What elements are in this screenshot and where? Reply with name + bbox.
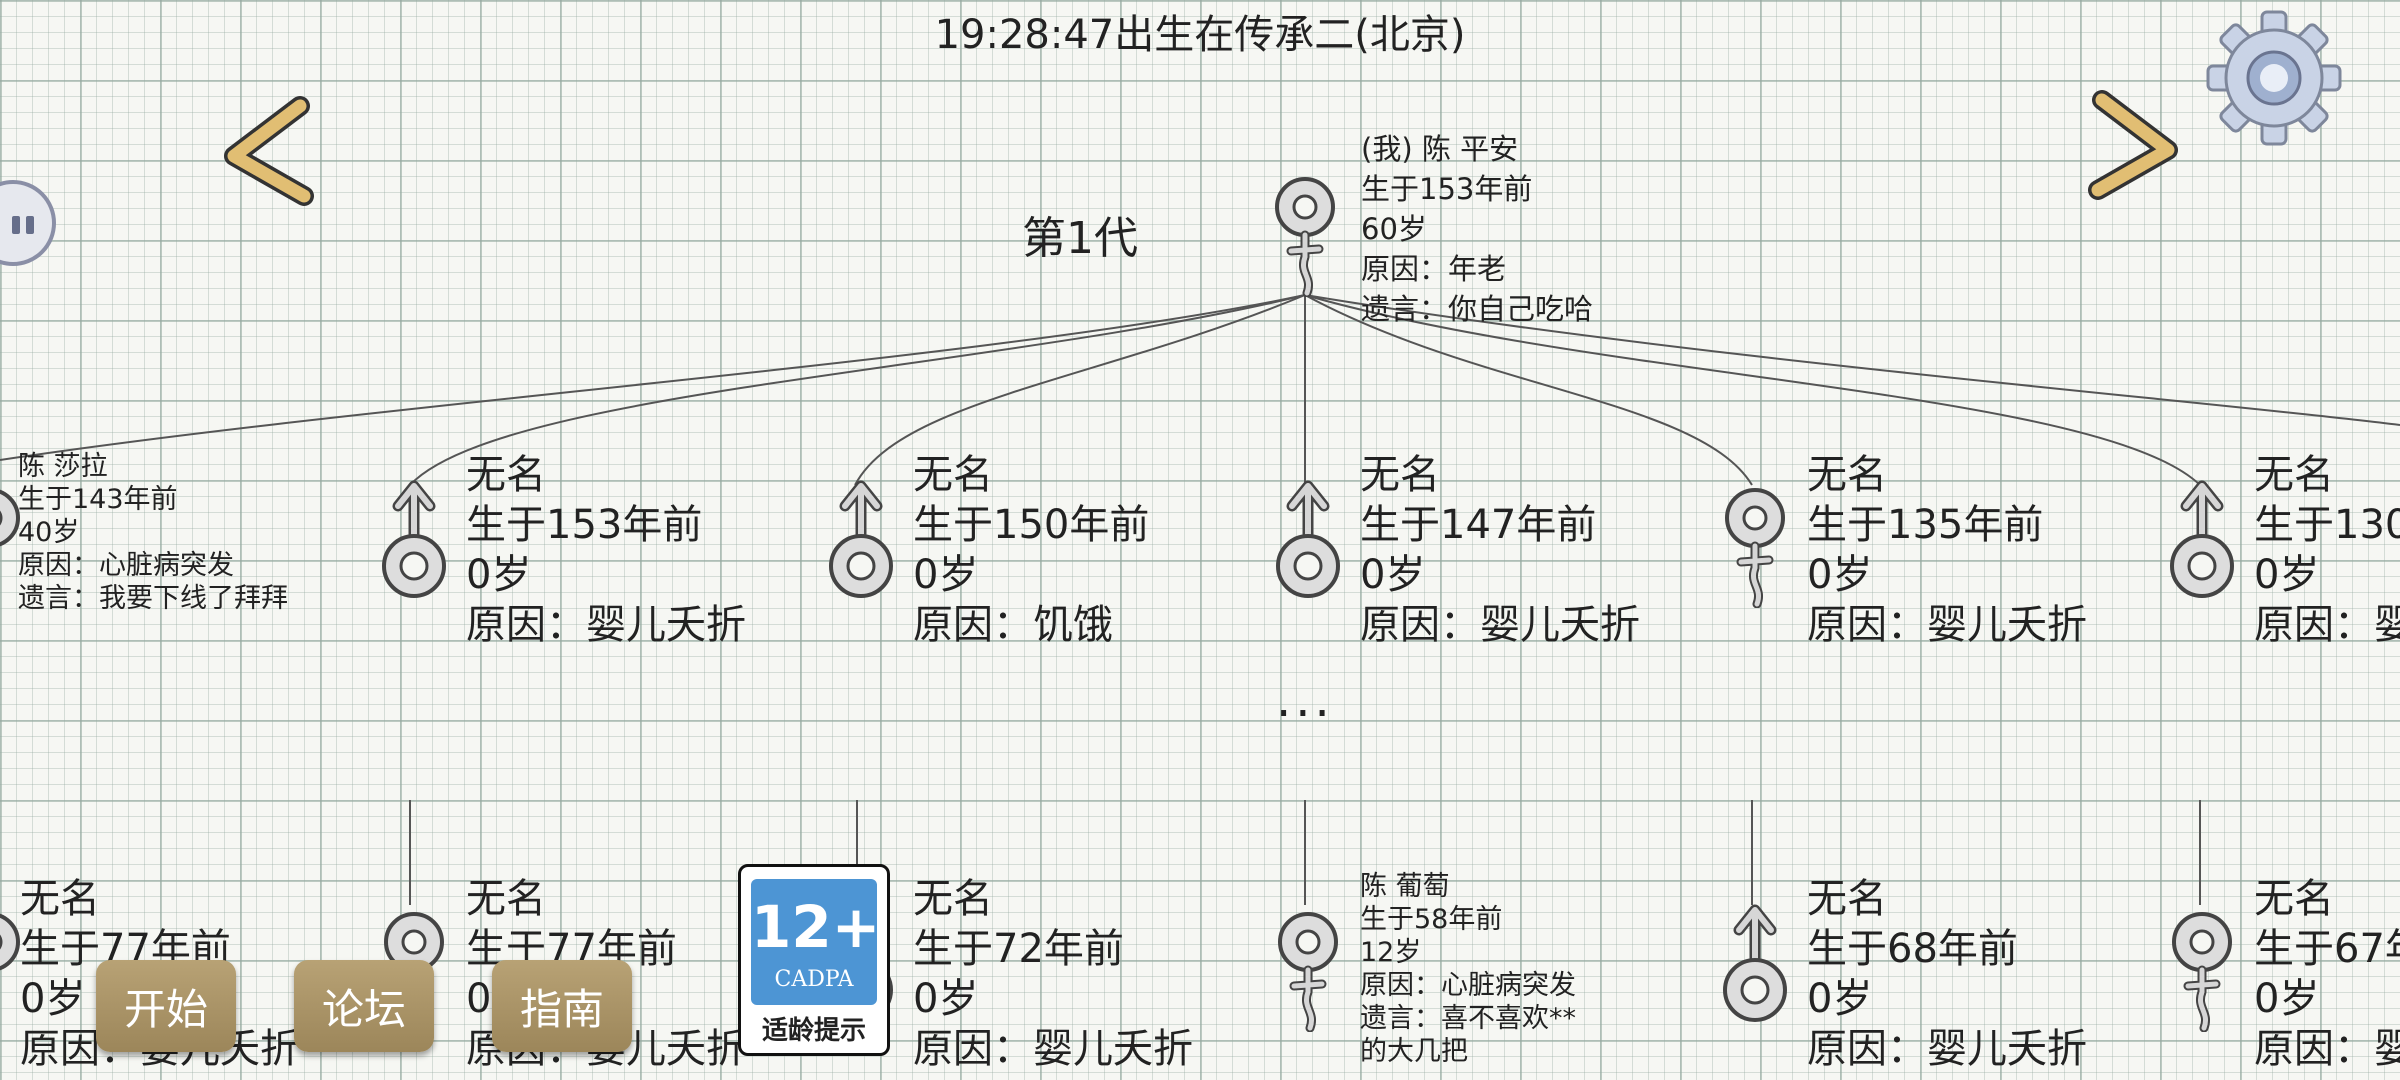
person-born: 生于147年前: [1360, 502, 1597, 548]
person-age: 0岁: [2254, 552, 2320, 598]
male-symbol-icon: [829, 480, 893, 598]
male-symbol-icon: [2170, 480, 2234, 598]
person-age: 0岁: [1807, 552, 1873, 598]
person-age: 0岁: [20, 976, 86, 1022]
birth-title: 19:28:47出生在传承二(北京): [934, 12, 1466, 58]
tree-link: [1304, 294, 1753, 486]
person-cause: 原因：年老: [1361, 252, 1507, 286]
person-name: 无名: [2254, 452, 2334, 498]
chevron-right-icon: [2088, 90, 2178, 200]
person-name: (我) 陈 平安: [1361, 132, 1519, 166]
age-rating-badge: 12+ CADPA 适龄提示: [738, 864, 890, 1056]
prev-arrow-button[interactable]: [222, 96, 314, 206]
person-cause: 原因：心脏病突发: [18, 550, 234, 581]
settings-button[interactable]: [2206, 10, 2342, 150]
person-born: 生于153年前: [1361, 172, 1533, 206]
person-born: 生于72年前: [913, 926, 1124, 972]
pause-icon: [12, 216, 20, 234]
pause-icon: [26, 216, 34, 234]
person-age: 12岁: [1360, 937, 1422, 968]
person-age: 60岁: [1361, 212, 1427, 246]
person-age: 40岁: [18, 517, 80, 548]
female-symbol-icon: [1725, 488, 1785, 608]
person-name: 无名: [466, 876, 546, 922]
age-rating-value: 12+: [751, 893, 881, 961]
male-symbol-icon: [0, 913, 20, 971]
person-cause: 原因：婴儿夭折: [1807, 1026, 2087, 1072]
tree-link: [854, 294, 1306, 486]
person-name: 无名: [466, 452, 546, 498]
person-cause: 原因：婴儿夭折: [1360, 602, 1640, 648]
person-born: 生于153年前: [466, 502, 703, 548]
female-symbol-icon: [1278, 912, 1338, 1032]
person-name: 无名: [913, 876, 993, 922]
guide-button[interactable]: 指南: [492, 960, 632, 1052]
person-born: 生于68年前: [1807, 926, 2018, 972]
person-name: 陈 葡萄: [1360, 871, 1450, 902]
person-name: 陈 莎拉: [18, 451, 108, 482]
female-symbol-icon: [1275, 177, 1335, 297]
person-age: 0岁: [2254, 976, 2320, 1022]
age-rating-hint: 适龄提示: [761, 1016, 866, 1046]
person-cause: 原因：婴: [2254, 602, 2400, 648]
person-name: 无名: [2254, 876, 2334, 922]
person-cause: 原因：饥饿: [913, 602, 1113, 648]
person-born: 生于135年前: [1807, 502, 2044, 548]
person-will: 遗言：我要下线了拜拜: [18, 583, 288, 614]
person-age: 0岁: [913, 976, 979, 1022]
person-born: 生于58年前: [1360, 904, 1503, 935]
age-rating-org: CADPA: [774, 967, 854, 992]
person-born: 生于67年: [2254, 926, 2400, 972]
person-age: 0岁: [1807, 976, 1873, 1022]
male-symbol-icon: [1723, 904, 1787, 1022]
tree-link: [409, 294, 1306, 486]
person-cause: 原因：婴儿夭折: [466, 602, 746, 648]
person-cause: 原因：婴儿夭折: [1807, 602, 2087, 648]
tree-link: [1304, 294, 2400, 426]
start-button[interactable]: 开始: [96, 960, 236, 1052]
forum-button[interactable]: 论坛: [294, 960, 434, 1052]
male-symbol-icon: [382, 480, 446, 598]
person-age: 0岁: [913, 552, 979, 598]
age-rating-panel: 12+ CADPA: [751, 879, 881, 1005]
person-name: 无名: [1807, 452, 1887, 498]
female-symbol-icon: [0, 489, 20, 547]
person-born: 生于150年前: [913, 502, 1150, 548]
person-age: 0岁: [466, 552, 532, 598]
person-age: 0岁: [1360, 552, 1426, 598]
male-symbol-icon: [1276, 480, 1340, 598]
more-generations-ellipsis: ...: [1276, 672, 1334, 728]
person-born: 生于143年前: [18, 484, 178, 515]
female-symbol-icon: [2172, 912, 2232, 1032]
person-will: 遗言：你自己吃哈: [1361, 292, 1594, 326]
gear-icon: [2206, 10, 2342, 146]
chevron-left-icon: [224, 96, 314, 206]
person-name: 无名: [20, 876, 100, 922]
person-born: 生于130: [2254, 502, 2400, 548]
person-name: 无名: [1807, 876, 1887, 922]
person-will: 遗言：喜不喜欢**的大几把: [1360, 1003, 1576, 1067]
tree-link: [0, 294, 1306, 461]
next-arrow-button[interactable]: [2088, 90, 2180, 200]
person-cause: 原因：婴: [2254, 1026, 2400, 1072]
person-name: 无名: [1360, 452, 1440, 498]
person-cause: 原因：心脏病突发: [1360, 970, 1576, 1001]
person-cause: 原因：婴儿夭折: [913, 1026, 1193, 1072]
generation-label: 第1代: [1022, 213, 1138, 264]
tree-link: [1304, 294, 2201, 486]
person-name: 无名: [913, 452, 993, 498]
